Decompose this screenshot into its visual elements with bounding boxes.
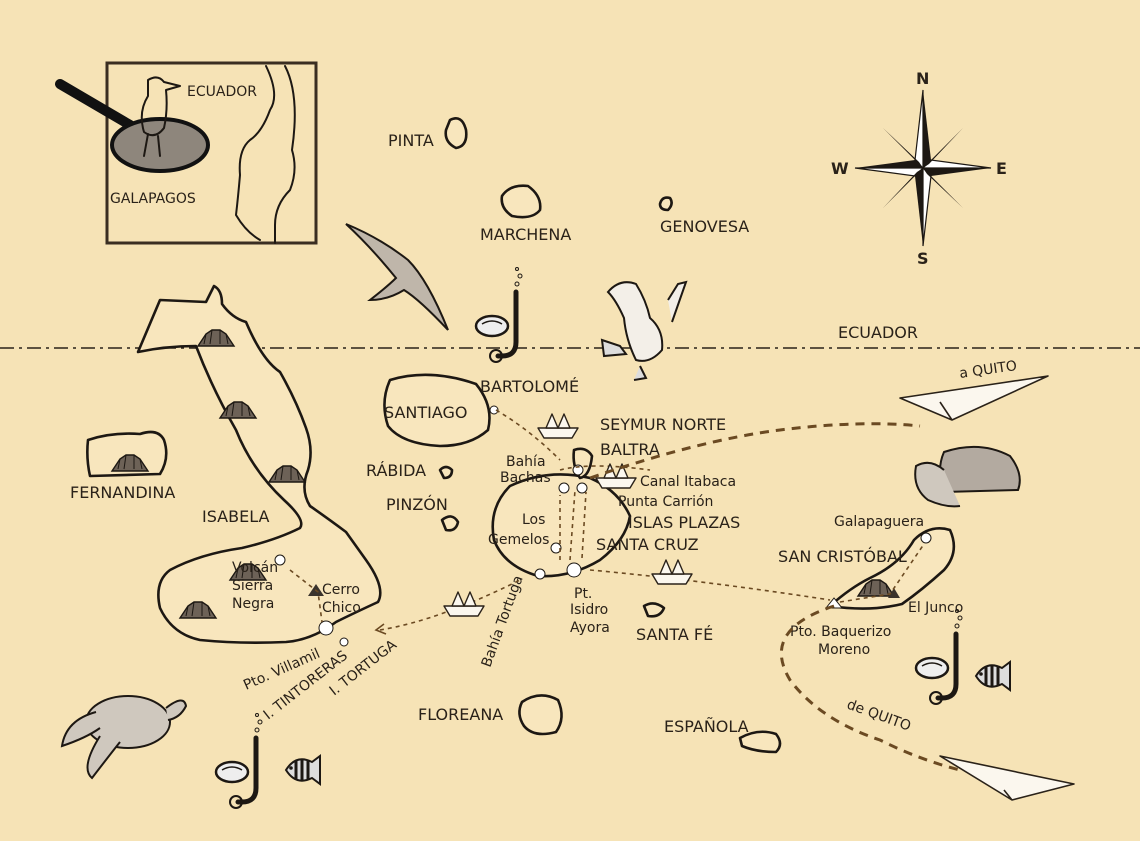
label-cerro-chico-2: Chico xyxy=(322,600,361,616)
label-los-gemelos-1: Los xyxy=(522,512,545,528)
label-san-cristobal: SAN CRISTÓBAL xyxy=(778,547,907,566)
blue-footed-booby-drawing xyxy=(600,280,688,381)
sea-turtle-drawing xyxy=(60,695,188,780)
label-fernandina: FERNANDINA xyxy=(70,483,175,502)
island-isabela xyxy=(136,284,382,644)
label-los-gemelos-2: Gemelos xyxy=(488,532,549,548)
label-pto-baquerizo-1: Pto. Baquerizo xyxy=(790,624,891,640)
label-seymour-norte: SEYMUR NORTE xyxy=(600,415,726,434)
island-santa-fe xyxy=(642,602,666,618)
label-marchena: MARCHENA xyxy=(480,225,571,244)
label-to-quito: a QUITO xyxy=(958,358,1018,382)
label-santiago: SANTIAGO xyxy=(384,403,468,422)
label-pt-isidro-1: Pt. xyxy=(574,586,592,602)
isabela-stops xyxy=(274,554,349,647)
inset-country-label: ECUADOR xyxy=(187,84,257,100)
island-genovesa xyxy=(658,196,673,212)
label-santa-fe: SANTA FÉ xyxy=(636,625,713,644)
label-pinta: PINTA xyxy=(388,131,434,150)
label-pinzon: PINZÓN xyxy=(386,495,448,514)
plane-from-quito xyxy=(939,755,1075,801)
santa-cruz-stops xyxy=(534,464,588,580)
island-pinzon xyxy=(440,515,460,532)
label-santa-cruz: SANTA CRUZ xyxy=(596,535,699,554)
compass-east: E xyxy=(996,159,1007,178)
label-floreana: FLOREANA xyxy=(418,705,503,724)
label-genovesa: GENOVESA xyxy=(660,217,749,236)
label-espanola: ESPAÑOLA xyxy=(664,717,749,736)
compass-north: N xyxy=(916,69,929,88)
label-islas-plazas: ISLAS PLAZAS xyxy=(628,513,740,532)
island-santa-cruz xyxy=(491,473,632,578)
inset-islands-label: GALAPAGOS xyxy=(110,191,196,207)
island-san-cristobal xyxy=(828,527,956,610)
label-galapaguera: Galapaguera xyxy=(834,514,924,530)
label-bahia-bachas-1: Bahía xyxy=(506,454,546,470)
compass-west: W xyxy=(831,159,849,178)
label-isabela: ISABELA xyxy=(202,507,269,526)
label-bahia-bachas-2: Bachas xyxy=(500,470,551,486)
compass-south: S xyxy=(917,249,929,268)
island-floreana xyxy=(518,694,563,736)
frigatebird-drawing xyxy=(345,223,449,331)
label-pt-isidro-3: Ayora xyxy=(570,620,610,636)
label-el-junco: El Junco xyxy=(908,600,963,616)
plane-to-quito xyxy=(899,375,1049,421)
label-volcan-1: Volcán xyxy=(232,560,278,576)
label-pt-isidro-2: Isidro xyxy=(570,602,608,618)
label-from-quito: de QUITO xyxy=(845,697,913,735)
giant-tortoise-drawing xyxy=(914,445,1021,508)
label-bartolome: BARTOLOMÉ xyxy=(480,377,579,396)
inset-map: ECUADOR GALAPAGOS xyxy=(55,61,318,245)
label-volcan-2: Sierra xyxy=(232,578,273,594)
compass-rose: N S E W xyxy=(831,69,1007,268)
label-canal-itabaca: Canal Itabaca xyxy=(640,474,736,490)
equator-label: ECUADOR xyxy=(838,323,918,342)
island-santiago xyxy=(383,373,491,448)
label-punta-carrion: Punta Carrión xyxy=(618,494,713,510)
island-rabida xyxy=(438,465,454,480)
label-baltra: BALTRA xyxy=(600,440,660,459)
island-espanola xyxy=(738,730,782,754)
island-marchena xyxy=(500,184,542,219)
island-fernandina xyxy=(86,430,168,478)
label-pto-baquerizo-2: Moreno xyxy=(818,642,870,658)
label-cerro-chico-1: Cerro xyxy=(322,582,360,598)
label-rabida: RÁBIDA xyxy=(366,461,426,480)
label-volcan-3: Negra xyxy=(232,596,274,612)
island-pinta xyxy=(444,117,468,150)
